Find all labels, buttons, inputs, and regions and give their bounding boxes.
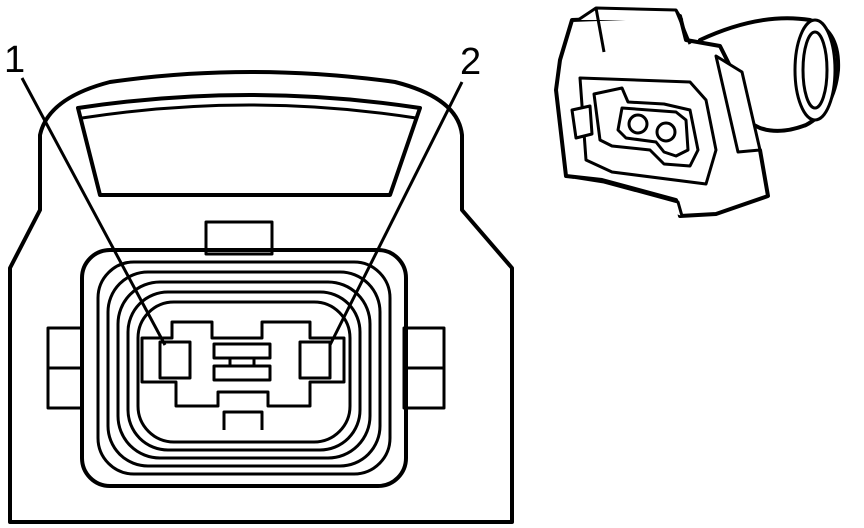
iso-latch-arm bbox=[577, 6, 684, 22]
center-lock-lower bbox=[212, 364, 272, 382]
terminal-cavity bbox=[140, 320, 346, 408]
connector-front-view bbox=[8, 70, 514, 524]
pin-2-label: 2 bbox=[460, 41, 481, 83]
pin-2-terminal bbox=[298, 340, 332, 380]
pin-1-label: 1 bbox=[4, 39, 25, 81]
housing-outline bbox=[8, 70, 514, 524]
iso-side-panel bbox=[714, 54, 762, 154]
pin-2-leader bbox=[328, 81, 464, 346]
latch-window bbox=[76, 93, 422, 197]
iso-pin-2-hole bbox=[655, 121, 677, 143]
iso-lock-tab bbox=[570, 104, 594, 140]
socket-ring-5 bbox=[136, 300, 352, 444]
pin-1-leader bbox=[20, 77, 167, 346]
iso-pin-1-hole bbox=[627, 113, 649, 135]
latch-window-inner-edge bbox=[81, 103, 417, 120]
connector-isometric-view bbox=[554, 6, 841, 218]
socket-ring-1 bbox=[96, 260, 392, 476]
bottom-key-notch bbox=[222, 410, 264, 430]
socket-frame-outer bbox=[80, 248, 408, 488]
pin-1-terminal bbox=[158, 340, 192, 380]
socket-ring-4 bbox=[126, 290, 362, 452]
center-lock-upper bbox=[212, 342, 272, 360]
socket-ring-3 bbox=[116, 280, 372, 460]
socket-ring-2 bbox=[106, 270, 382, 468]
iso-base-flange bbox=[565, 174, 684, 217]
key-tab bbox=[204, 220, 274, 256]
